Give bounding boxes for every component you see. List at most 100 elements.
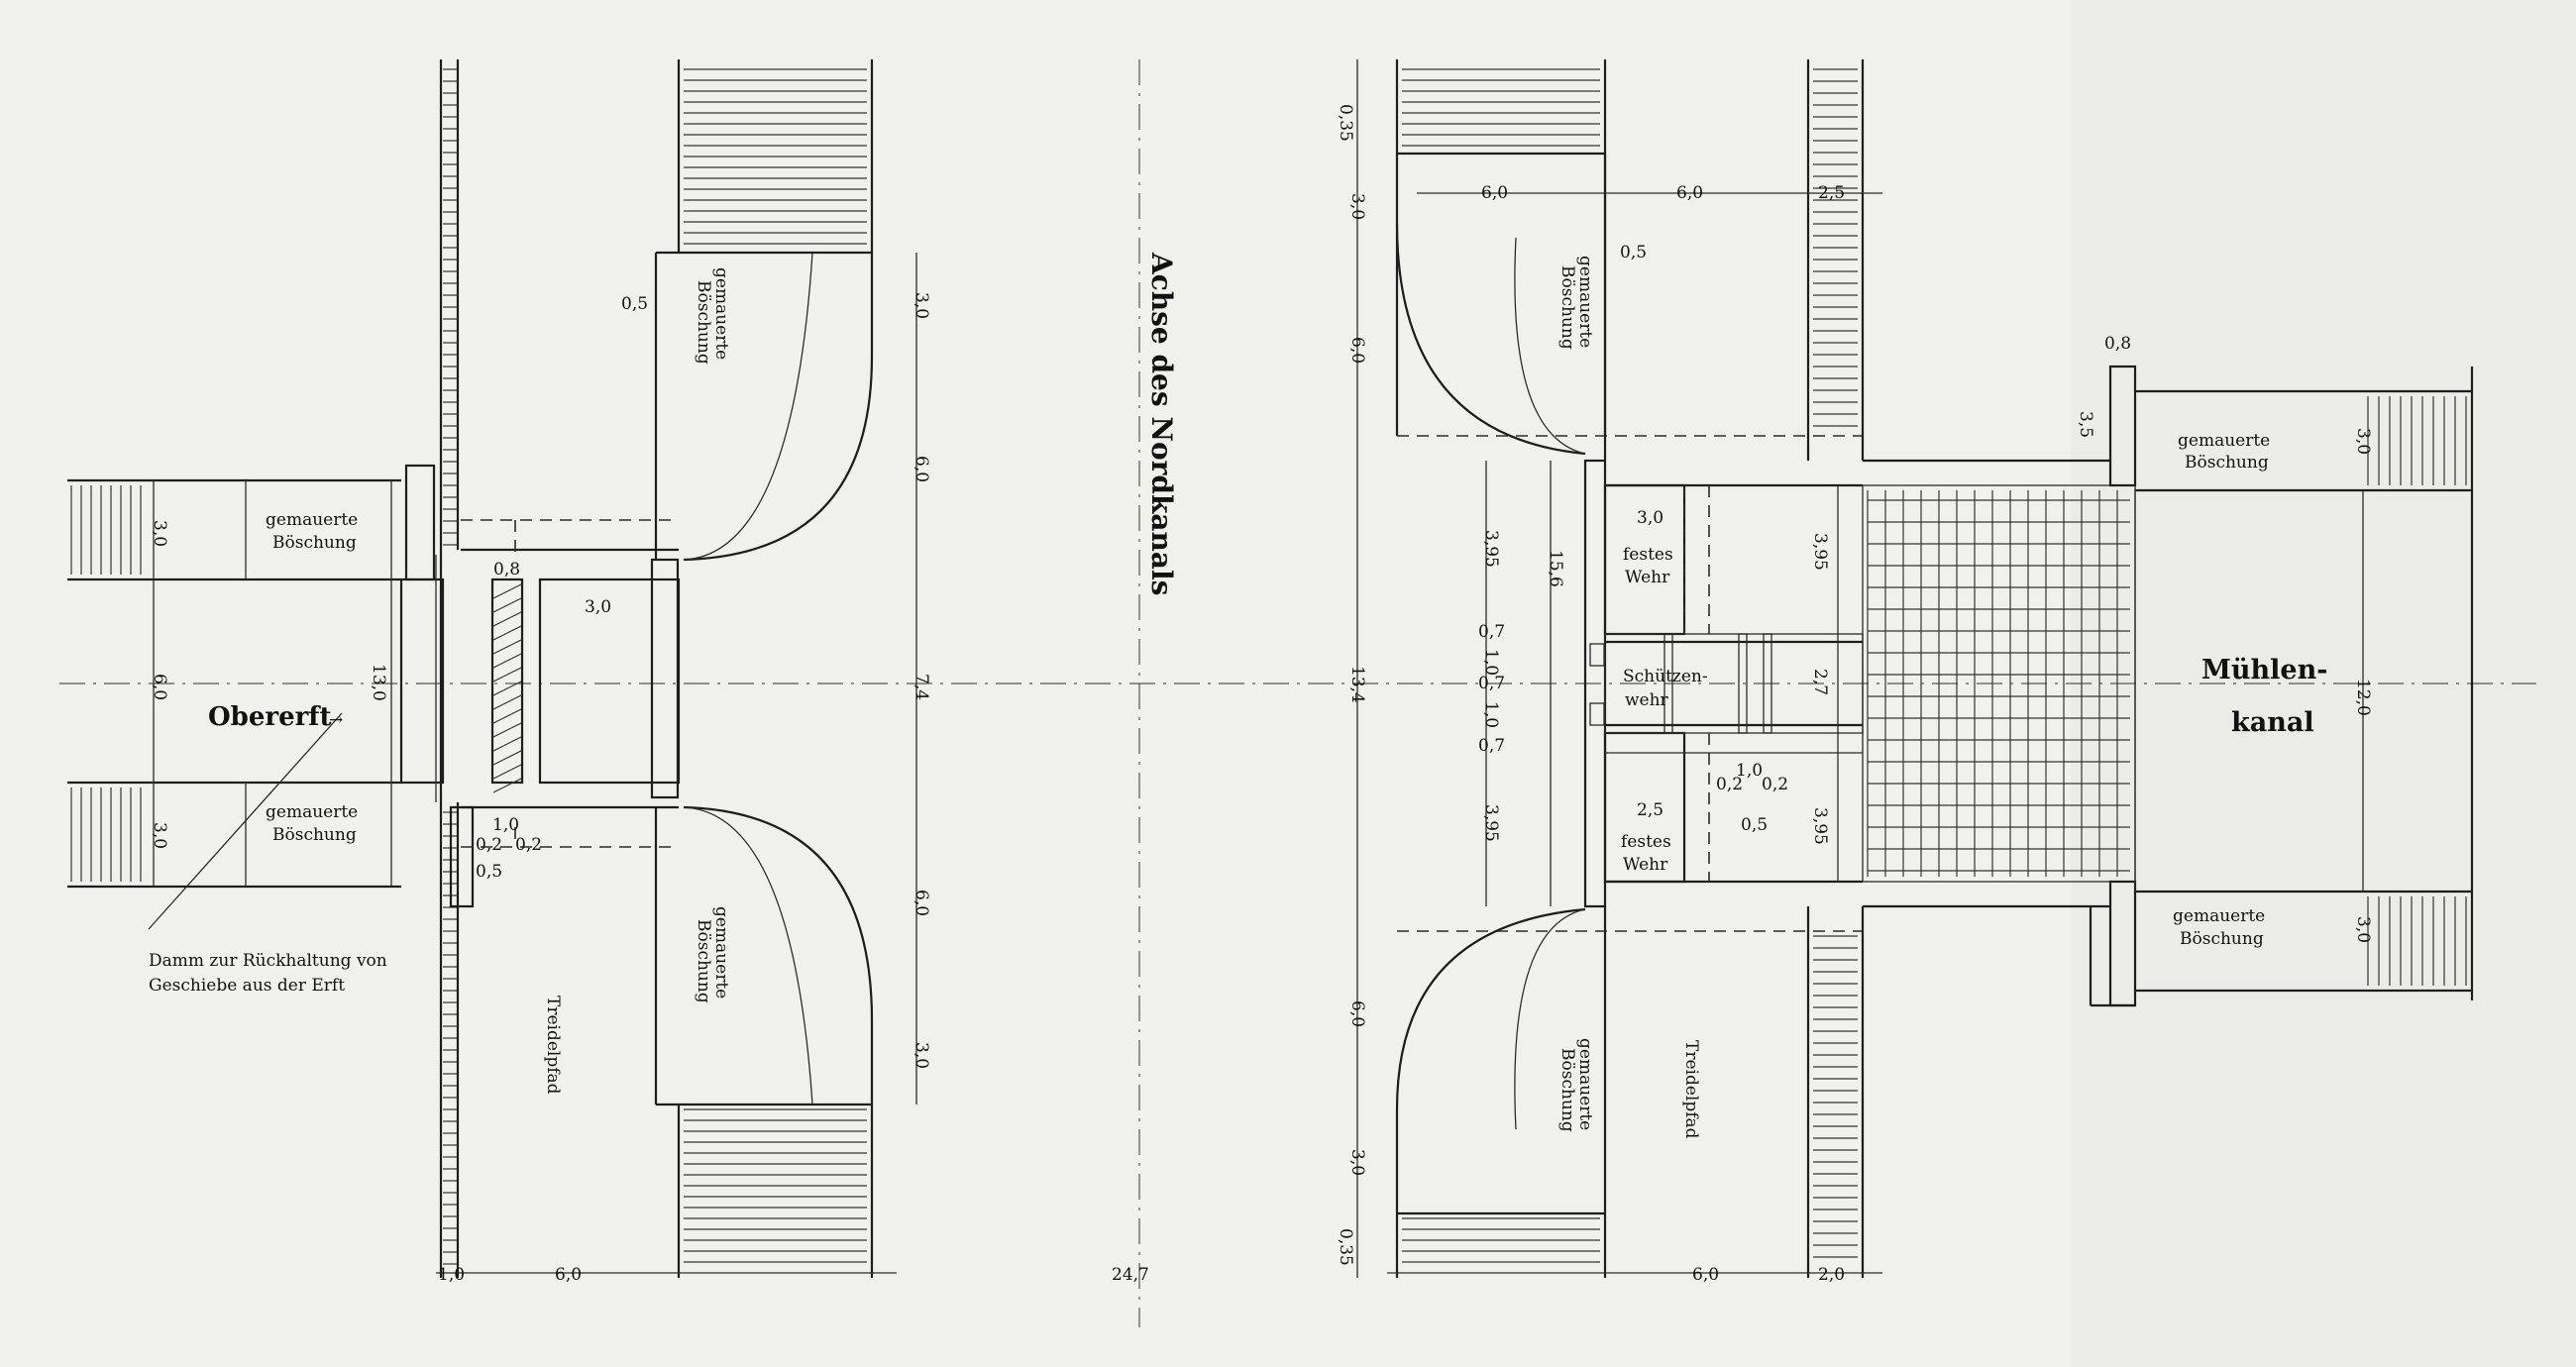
dim: 12,0 [2353,679,2373,716]
boeschung-left-col-top-2: Böschung [694,280,713,365]
dim: 0,5 [621,294,648,314]
boeschung-right-bottom-2: Böschung [1557,1048,1577,1132]
dim: 6,0 [1676,183,1703,203]
center-dimension-values: 3,0 6,0 7,4 6,0 3,0 [912,292,931,1069]
dim: 3,0 [1347,1149,1367,1176]
boeschung-left-bottom-1: gemauerte [266,802,358,822]
dim: 3,0 [912,1042,931,1069]
dim: 3,95 [1810,807,1830,845]
boeschung-labels: gemauerte Böschung gemauerte Böschung ge… [266,256,2270,1132]
muehlenkanal-label-2: kanal [2231,707,2314,738]
dim: 0,2 [1762,775,1788,794]
festes-wehr-top-1: festes [1623,545,1673,565]
dim: 0,5 [1620,243,1647,263]
dim: 0,8 [493,560,520,579]
right-top-dimension-values: 6,0 6,0 2,5 0,5 [1481,183,1845,263]
dim: 24,7 [1112,1265,1149,1285]
dim: 0,7 [1478,674,1505,693]
treidelpfad-right-label: Treidelpfad [1681,1040,1701,1139]
muehlenkanal-label-1: Mühlen- [2201,655,2327,685]
dim: 0,7 [1478,622,1505,642]
dim: 1,0 [1481,649,1501,676]
weir-labels: festes Wehr Schützen- wehr festes Wehr [1621,545,1708,875]
dim: 1,0 [1736,761,1763,781]
schuetzenwehr-2: wehr [1625,690,1669,710]
dim: 6,0 [1481,183,1508,203]
dim: 0,7 [1478,736,1505,756]
dim: 2,0 [1818,1265,1845,1285]
festes-wehr-top-2: Wehr [1625,568,1670,587]
dim: 3,95 [1481,530,1501,568]
dim: 6,0 [150,674,169,700]
dim: 0,35 [1336,104,1355,142]
dim: 3,95 [1481,804,1501,842]
dim: 6,0 [555,1265,582,1285]
dim: 13,0 [369,664,388,701]
dim: 2,5 [1637,800,1664,820]
boeschung-left-col-bottom-2: Böschung [694,919,713,1003]
right-vertical-dimension-values: 0,35 3,0 6,0 13,4 6,0 3,0 0,35 [1336,104,1367,1266]
dim: 3,0 [1347,193,1367,220]
dim: 0,2 [515,835,542,855]
right-lock-structure [1395,59,2474,1278]
dim: 3,0 [1637,508,1664,528]
dim: 3,5 [2076,411,2095,438]
dim: 1,0 [438,1265,465,1285]
schuetzenwehr-1: Schützen- [1623,667,1708,686]
obererft-label: Obererft [208,702,332,732]
boeschung-right-top-1: gemauerte [1575,256,1595,348]
boeschung-left-bottom-2: Böschung [272,825,357,845]
muehlenkanal-dimension-values: 0,8 3,5 3,0 12,0 3,0 [2076,334,2373,943]
dim: 15,6 [1546,550,1565,587]
dim: 6,0 [1347,337,1367,364]
treidelpfad-left-label: Treidelpfad [543,996,563,1095]
boeschung-left-top-2: Böschung [272,533,357,553]
festes-wehr-bottom-2: Wehr [1623,855,1668,875]
dim: 3,0 [585,597,611,617]
dim: 3,0 [150,520,169,547]
dim: 6,0 [1347,1000,1367,1027]
canal-axis-label: Achse des Nordkanals [1145,252,1178,595]
boeschung-muehle-top-2: Böschung [2185,453,2269,473]
right-dimension-lines [1356,59,2364,1278]
dim: 0,35 [1336,1228,1355,1266]
boeschung-left-col-bottom-1: gemauerte [711,906,731,999]
festes-wehr-bottom-1: festes [1621,832,1671,852]
dim: 3,0 [2353,428,2373,455]
boeschung-left-top-1: gemauerte [266,510,358,530]
dim: 6,0 [1692,1265,1719,1285]
boeschung-muehle-top-1: gemauerte [2178,431,2270,451]
dim: 13,4 [1347,666,1367,703]
dim: 6,0 [912,890,931,916]
left-dimension-lines [148,253,917,1274]
dim: 0,2 [1716,775,1743,794]
left-dimension-values: 3,0 6,0 3,0 13,0 0,5 0,8 3,0 1,0 0,2 0,2… [150,294,648,882]
damm-label-line1: Damm zur Rückhaltung von [149,951,387,971]
dim: 1,0 [1481,701,1501,728]
dim: 0,5 [1741,815,1768,835]
dim: 1,0 [492,815,519,835]
boeschung-right-bottom-1: gemauerte [1575,1038,1595,1130]
boeschung-muehle-bottom-2: Böschung [2180,929,2264,949]
left-lock-structure [67,59,874,1278]
dim: 2,5 [1818,183,1845,203]
flow-arrow: → [329,710,343,730]
dim: 2,7 [1810,669,1830,695]
dim: 7,4 [912,674,931,700]
dim: 6,0 [912,456,931,482]
boeschung-muehle-bottom-1: gemauerte [2173,906,2265,926]
dim: 0,5 [476,862,502,882]
dim: 3,0 [2353,916,2373,943]
boeschung-right-top-2: Böschung [1557,265,1577,350]
bottom-dimension-values: 1,0 6,0 24,7 6,0 2,0 [438,1265,1845,1285]
dim: 3,95 [1810,533,1830,571]
boeschung-left-col-top-1: gemauerte [711,267,731,360]
dim: 0,2 [476,835,502,855]
dim: 3,0 [912,292,931,319]
dim: 3,0 [150,822,169,849]
weir-dimension-values: 3,95 15,6 0,7 1,0 0,7 1,0 0,7 3,95 3,0 3… [1478,508,1830,845]
damm-label-line2: Geschiebe aus der Erft [149,976,345,996]
dim: 0,8 [2104,334,2131,354]
